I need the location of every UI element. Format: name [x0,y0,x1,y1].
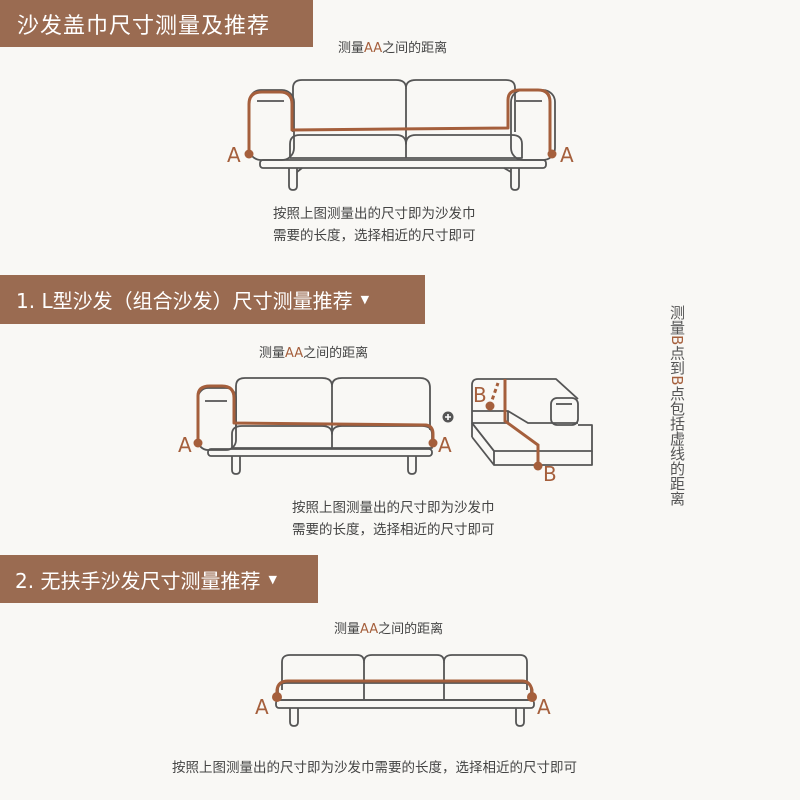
point-label-b-top: B [473,383,487,407]
armless-sofa-illustration: A A [255,654,551,727]
caption-suffix: 之间的距离 [303,346,369,361]
point-label-a-right: A [560,143,574,167]
note-line-1: 按照上图测量出的尺寸即为沙发巾需要的长度，选择相近的尺寸即可 [172,760,577,776]
caption-prefix: 测量 [334,622,361,637]
caption-suffix: 之间的距离 [382,41,448,56]
section-1-banner[interactable]: 1. L型沙发（组合沙发）尺寸测量推荐 ▼ [0,275,425,324]
point-label-b-bottom: B [543,462,557,486]
l-sofa-main-illustration: A A [178,377,452,475]
side-note-vertical: 测量B点到B点包括虚线的距离 [666,305,686,506]
caption-highlight: AA [360,622,379,637]
note-line-2: 需要的长度，选择相近的尺寸即可 [273,228,476,244]
side-note-b1: B [668,335,686,346]
dropdown-triangle-icon: ▼ [360,293,370,306]
point-label-a-left: A [178,433,192,457]
point-label-a-left: A [227,143,241,167]
main-caption: 测量AA之间的距离 [338,37,447,56]
section-2-instruction-note: 按照上图测量出的尺寸即为沙发巾需要的长度，选择相近的尺寸即可 [172,757,577,779]
section-1-instruction-note: 按照上图测量出的尺寸即为沙发巾 需要的长度，选择相近的尺寸即可 [292,497,495,541]
note-line-2: 需要的长度，选择相近的尺寸即可 [292,522,495,538]
point-a-right-marker [547,149,557,159]
sofa-two-seat-illustration: A A [227,79,574,191]
note-line-1: 按照上图测量出的尺寸即为沙发巾 [292,500,495,516]
page-title-banner: 沙发盖巾尺寸测量及推荐 [0,0,313,47]
point-a-left-marker [244,149,254,159]
section-2-caption: 测量AA之间的距离 [334,618,443,637]
section-2-title: 2. 无扶手沙发尺寸测量推荐 [15,568,261,593]
side-note-part-3: 点包括虚线的距离 [668,385,686,506]
plus-icon [442,411,454,423]
main-instruction-note: 按照上图测量出的尺寸即为沙发巾 需要的长度，选择相近的尺寸即可 [273,203,476,247]
caption-suffix: 之间的距离 [378,622,444,637]
chaise-module-illustration: B B [471,378,593,486]
dropdown-triangle-icon: ▼ [268,572,277,586]
point-label-a-right: A [537,695,551,719]
caption-highlight: AA [285,346,304,361]
section-1-caption: 测量AA之间的距离 [259,342,368,361]
section-1-title: 1. L型沙发（组合沙发）尺寸测量推荐 [16,289,353,313]
side-note-b2: B [668,375,686,386]
point-label-a-right: A [438,433,452,457]
page-title: 沙发盖巾尺寸测量及推荐 [17,13,271,39]
caption-highlight: AA [364,41,383,56]
section-2-banner[interactable]: 2. 无扶手沙发尺寸测量推荐 ▼ [0,555,318,603]
point-label-a-left: A [255,695,269,719]
caption-prefix: 测量 [338,41,365,56]
side-note-part-1: 测量 [668,305,686,335]
side-note-part-2: 点到 [668,345,686,376]
caption-prefix: 测量 [259,346,286,361]
note-line-1: 按照上图测量出的尺寸即为沙发巾 [273,206,476,222]
